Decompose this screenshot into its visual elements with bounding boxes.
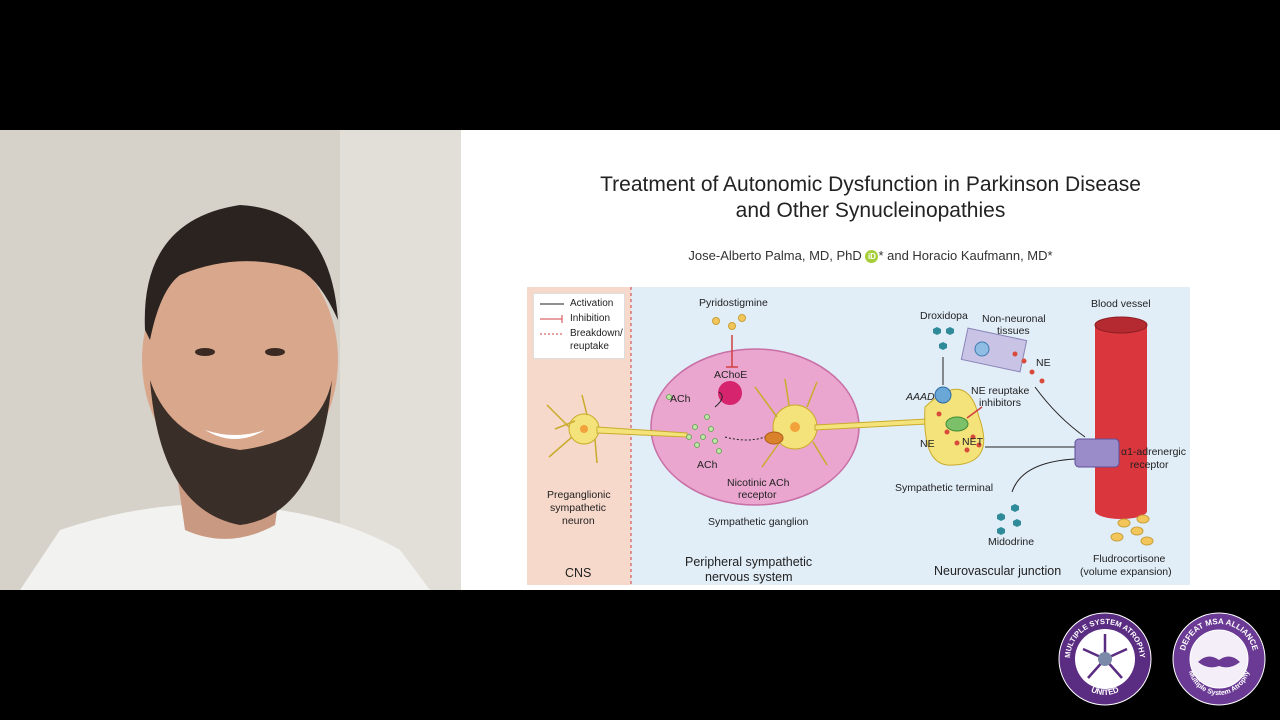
paper-title-line-2: and Other Synucleinopathies — [735, 199, 1006, 222]
label-preganglionic-1: Preganglionic — [547, 489, 611, 501]
label-ach-top: ACh — [670, 393, 691, 405]
webcam-video — [0, 130, 461, 590]
figure-legend: Activation Inhibition Breakdown/ reuptak… — [533, 293, 625, 359]
label-droxidopa: Droxidopa — [920, 310, 968, 322]
orcid-icon: iD — [865, 250, 879, 263]
label-nonneuronal-1: Non-neuronal — [982, 313, 1046, 325]
label-preganglionic-2: sympathetic — [550, 502, 607, 514]
label-ne-reuptake-2: inhibitors — [979, 397, 1022, 409]
label-alpha-1: α1-adrenergic — [1121, 446, 1187, 458]
paper-authors: Jose-Alberto Palma, MD, PhD iD* and Hora… — [461, 248, 1280, 263]
defeat-msa-logo: DEFEAT MSA ALLIANCE Multiple System Atro… — [1172, 612, 1266, 706]
logo-left-bottom-text: UNITED — [1090, 685, 1121, 697]
figure-illustration — [527, 287, 1190, 585]
label-alpha-2: receptor — [1130, 459, 1169, 471]
label-nicotinic-1: Nicotinic ACh — [727, 477, 790, 489]
label-peripheral-1: Peripheral sympathetic — [685, 555, 813, 569]
legend-reuptake: reuptake — [570, 341, 609, 352]
author-palma: Jose-Alberto Palma, MD, PhD — [688, 248, 862, 263]
label-pyridostigmine: Pyridostigmine — [699, 297, 768, 309]
label-ach-bottom: ACh — [697, 459, 718, 471]
label-sympathetic-ganglion: Sympathetic ganglion — [708, 516, 809, 528]
legend-breakdown: Breakdown/ — [570, 328, 623, 339]
label-fludro-2: (volume expansion) — [1080, 566, 1172, 578]
label-fludro-1: Fludrocortisone — [1093, 553, 1166, 565]
label-cns: CNS — [565, 566, 592, 580]
defeat-msa-emblem: DEFEAT MSA ALLIANCE Multiple System Atro… — [1172, 612, 1266, 706]
label-peripheral-2: nervous system — [705, 570, 793, 584]
label-net: NET — [962, 436, 983, 448]
label-nicotinic-2: receptor — [738, 489, 777, 501]
presenter-figure — [0, 130, 461, 590]
legend-line-icons — [540, 303, 564, 335]
label-achoe: AChoE — [714, 369, 748, 381]
presentation-slide: Treatment of Autonomic Dysfunction in Pa… — [461, 130, 1280, 590]
label-aaad: AAAD — [906, 391, 935, 403]
label-ne-left: NE — [920, 438, 935, 450]
label-preganglionic-3: neuron — [562, 515, 595, 527]
paper-title-line-1: Treatment of Autonomic Dysfunction in Pa… — [600, 173, 1141, 196]
label-midodrine: Midodrine — [988, 536, 1035, 548]
label-ne-reuptake-1: NE reuptake — [971, 385, 1030, 397]
label-ne-top: NE — [1036, 357, 1051, 369]
label-sympathetic-terminal: Sympathetic terminal — [895, 482, 994, 494]
autonomic-treatment-figure: Activation Inhibition Breakdown/ reuptak… — [527, 287, 1190, 585]
label-neurovascular: Neurovascular junction — [934, 564, 1062, 578]
author-kaufmann: * and Horacio Kaufmann, MD* — [878, 248, 1053, 263]
msa-united-emblem: MULTIPLE SYSTEM ATROPHY UNITED — [1058, 612, 1152, 706]
label-nonneuronal-2: tissues — [997, 325, 1030, 337]
legend-inhibition: Inhibition — [570, 313, 611, 324]
svg-text:UNITED: UNITED — [1090, 685, 1121, 697]
legend-activation: Activation — [570, 298, 614, 309]
label-blood-vessel: Blood vessel — [1091, 298, 1151, 310]
msa-united-logo: MULTIPLE SYSTEM ATROPHY UNITED — [1058, 612, 1152, 706]
